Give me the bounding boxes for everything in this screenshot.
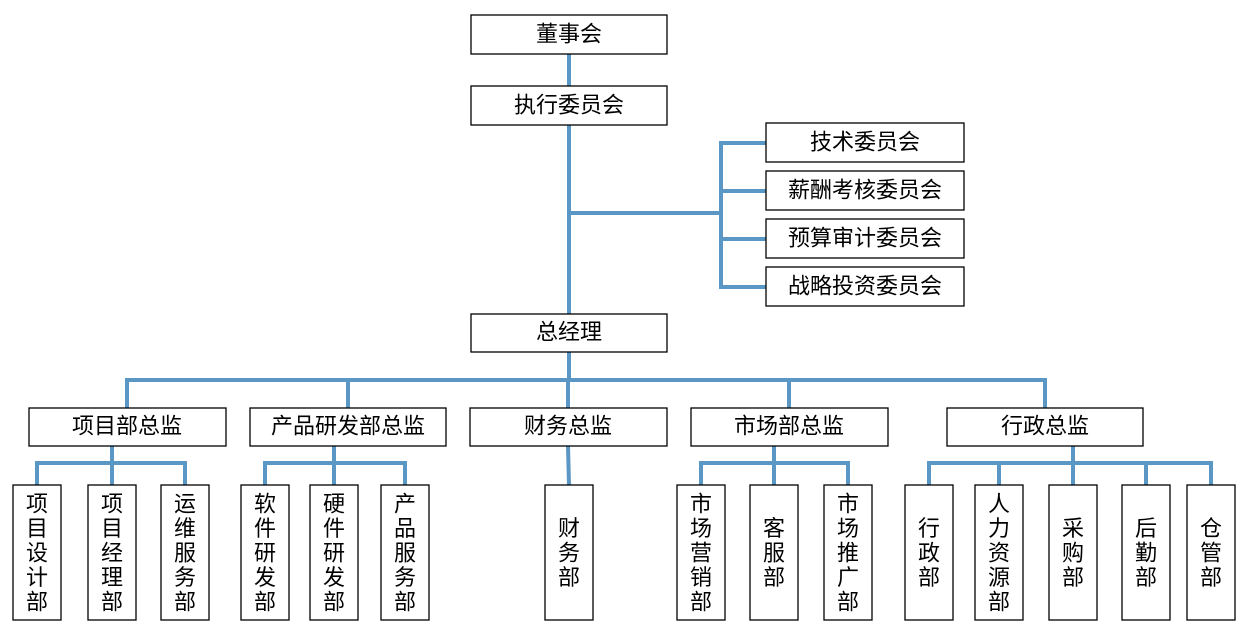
board-label: 董事会 <box>536 23 602 48</box>
director-box-finance <box>469 407 668 447</box>
director-box-admin <box>946 407 1144 447</box>
department-label-administration: 行政部 <box>918 517 940 591</box>
department-label-human-resources: 人力资源部 <box>988 492 1010 615</box>
committee-box-tech <box>765 122 965 163</box>
committee-box-strategy-investment <box>765 266 965 307</box>
department-label-customer-service: 客服部 <box>763 517 785 591</box>
director-box-product-rd <box>249 407 447 447</box>
general-manager-label: 总经理 <box>536 321 602 346</box>
department-box-procurement <box>1048 484 1098 621</box>
department-label-procurement: 采购部 <box>1062 517 1084 591</box>
board-box <box>470 14 668 55</box>
connector-lines <box>35 52 1213 488</box>
director-box-project <box>28 407 227 447</box>
department-label-market-promotion: 市场推广部 <box>837 492 859 615</box>
director-label-admin: 行政总监 <box>1001 415 1089 440</box>
executive-committee-box <box>470 85 668 126</box>
committee-label-budget-audit: 预算审计委员会 <box>788 227 942 252</box>
director-label-product-rd: 产品研发部总监 <box>271 415 425 440</box>
committee-box-compensation <box>765 170 965 211</box>
department-label-logistics: 后勤部 <box>1135 517 1157 591</box>
department-box-finance <box>544 484 594 621</box>
general-manager-box <box>470 313 668 353</box>
department-label-hardware-rd: 硬件研发部 <box>323 492 345 615</box>
department-label-product-service: 产品服务部 <box>394 492 416 615</box>
department-box-warehouse <box>1186 484 1236 621</box>
department-box-product-service <box>380 484 430 621</box>
connector-line <box>565 443 572 488</box>
department-label-software-rd: 软件研发部 <box>254 492 276 615</box>
director-label-finance: 财务总监 <box>524 415 612 440</box>
director-label-project: 项目部总监 <box>72 415 182 440</box>
department-box-hardware-rd <box>309 484 359 621</box>
department-group: 项目设计部 项目经理部 运维服务部 软件研发部 硬件研发部 产品服务部 财务部 … <box>12 484 1236 621</box>
department-label-marketing-sales: 市场营销部 <box>690 492 712 615</box>
department-box-administration <box>904 484 954 621</box>
department-label-warehouse: 仓管部 <box>1200 517 1222 591</box>
department-box-software-rd <box>240 484 290 621</box>
department-box-market-promotion <box>823 484 873 621</box>
department-box-project-manager <box>87 484 137 621</box>
department-box-human-resources <box>974 484 1024 621</box>
committee-label-tech: 技术委员会 <box>810 131 920 156</box>
committee-box-budget-audit <box>765 218 965 259</box>
director-label-marketing: 市场部总监 <box>734 415 844 440</box>
committee-label-compensation: 薪酬考核委员会 <box>788 179 942 204</box>
department-box-customer-service <box>749 484 799 621</box>
department-box-marketing-sales <box>676 484 726 621</box>
director-box-marketing <box>690 407 889 447</box>
committee-label-strategy-investment: 战略投资委员会 <box>788 275 942 300</box>
executive-committee-label: 执行委员会 <box>514 94 624 119</box>
department-label-project-design: 项目设计部 <box>26 492 48 615</box>
department-box-ops-service <box>160 484 210 621</box>
department-label-ops-service: 运维服务部 <box>174 492 196 615</box>
department-label-finance: 财务部 <box>558 517 580 591</box>
department-box-logistics <box>1121 484 1171 621</box>
department-box-project-design <box>12 484 62 621</box>
department-label-project-manager: 项目经理部 <box>101 492 123 615</box>
